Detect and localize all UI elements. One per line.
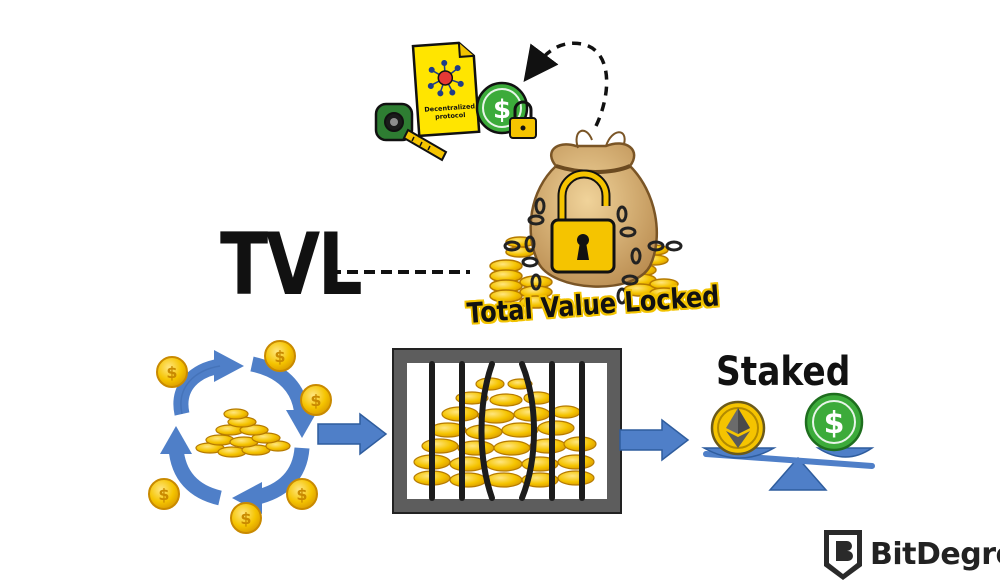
svg-text:$: $ xyxy=(310,391,321,410)
dollar-coin-icon: $ xyxy=(804,392,864,452)
svg-text:$: $ xyxy=(274,347,285,366)
svg-text:$: $ xyxy=(240,509,251,528)
brand-name: BitDegree xyxy=(870,537,1000,572)
document-icon xyxy=(411,41,481,138)
svg-text:$: $ xyxy=(824,406,845,441)
money-bag-icon xyxy=(489,129,683,309)
flow-arrow-2 xyxy=(619,418,690,462)
orbit-coin-icon: $ $ $ $ $ $ xyxy=(148,340,332,534)
svg-text:$: $ xyxy=(158,485,169,504)
tvl-label: TVL xyxy=(220,215,363,315)
tape-measure-icon xyxy=(374,102,448,162)
ethereum-coin-icon xyxy=(710,400,766,456)
padlock-icon xyxy=(550,169,616,274)
svg-text:$: $ xyxy=(493,95,511,125)
dashed-curve-arrow xyxy=(523,41,609,127)
dollar-coin-lock-icon: $ xyxy=(475,81,537,139)
svg-text:$: $ xyxy=(166,363,177,382)
flow-arrow-1 xyxy=(317,412,388,456)
coin-pile-icon xyxy=(195,408,291,458)
svg-text:$: $ xyxy=(296,485,307,504)
balance-scale-icon: $ xyxy=(701,392,875,491)
staked-label: Staked xyxy=(716,349,851,395)
cage-icon xyxy=(392,348,622,514)
cycle-arrows-icon: $ $ $ $ $ $ xyxy=(148,340,332,534)
bitdegree-logo-icon xyxy=(824,530,862,580)
